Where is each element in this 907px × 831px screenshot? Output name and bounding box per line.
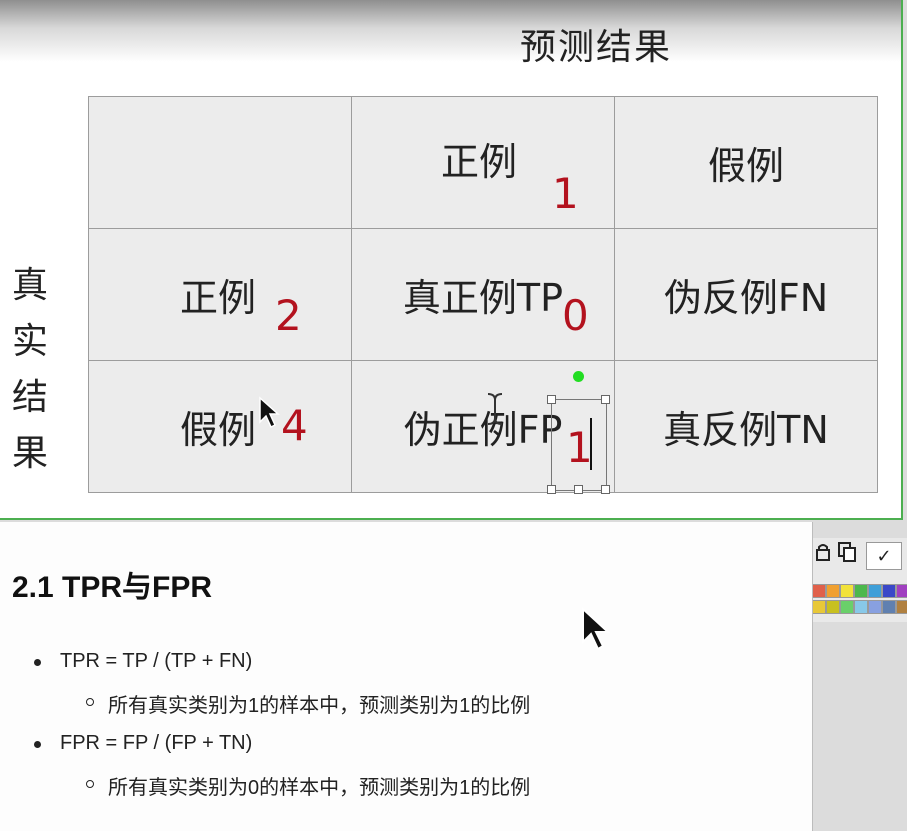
sub-bullet-dot <box>86 698 94 706</box>
row-header-char: 果 <box>11 433 48 474</box>
window-top-shading <box>0 0 901 62</box>
list-item-fpr: FPR = FP / (FP + TN) <box>60 732 253 754</box>
col-label-positive: 正例 <box>440 140 517 184</box>
color-swatch[interactable] <box>896 600 907 614</box>
annotation-number: 1 <box>566 423 593 472</box>
row-header-char: 真 <box>11 265 48 306</box>
ibeam-cursor-icon <box>487 393 503 425</box>
bullet-dot <box>34 741 41 748</box>
row-header-char: 结 <box>11 377 48 418</box>
slide-canvas: 预测结果 真 实 结 果 正例 1 假例 正例 2 真正例TP 0 <box>0 0 903 520</box>
color-swatch[interactable] <box>882 600 896 614</box>
resize-handle[interactable] <box>547 395 556 404</box>
cell-fn-label: 伪反例FN <box>663 276 829 320</box>
section-heading: 2.1 TPR与FPR <box>12 571 213 604</box>
cell-false-negative[interactable]: 伪反例FN <box>614 228 878 361</box>
matrix-corner-cell <box>88 96 352 229</box>
color-swatch[interactable] <box>868 584 882 598</box>
text-caret <box>590 418 592 470</box>
row-header-actual: 真 实 结 果 <box>8 258 52 482</box>
cell-tn-label: 真反例TN <box>663 408 829 452</box>
color-swatch[interactable] <box>826 584 840 598</box>
color-swatch[interactable] <box>896 584 907 598</box>
color-swatch[interactable] <box>882 584 896 598</box>
cell-true-negative[interactable]: 真反例TN <box>614 360 878 493</box>
matrix-col-header-negative[interactable]: 假例 <box>614 96 878 229</box>
arrow-cursor-icon <box>259 396 280 429</box>
color-swatch[interactable] <box>840 600 854 614</box>
row-header-char: 实 <box>11 321 48 362</box>
annotation-number: 0 <box>562 291 589 340</box>
lock-icon[interactable] <box>810 542 836 570</box>
cell-fp-label: 伪正例FP <box>403 408 563 452</box>
resize-handle[interactable] <box>601 485 610 494</box>
annotation-number: 4 <box>281 401 308 450</box>
resize-handle[interactable] <box>547 485 556 494</box>
matrix-col-header-positive[interactable]: 正例 1 <box>351 96 615 229</box>
annotation-number: 1 <box>552 169 579 218</box>
color-swatch[interactable] <box>812 584 826 598</box>
cell-tp-label: 真正例TP <box>402 276 564 320</box>
matrix-row-header-positive[interactable]: 正例 2 <box>88 228 352 361</box>
list-subitem-tpr: 所有真实类别为1的样本中，预测类别为1的比例 <box>108 695 531 717</box>
list-subitem-fpr: 所有真实类别为0的样本中，预测类别为1的比例 <box>108 777 531 799</box>
resize-handle[interactable] <box>574 485 583 494</box>
matrix-row-header-negative[interactable]: 假例 4 <box>88 360 352 493</box>
color-swatch[interactable] <box>868 600 882 614</box>
column-header-predicted: 预测结果 <box>520 27 673 68</box>
list-item-tpr: TPR = TP / (TP + FN) <box>60 650 253 672</box>
copy-icon[interactable] <box>834 542 860 570</box>
color-swatch[interactable] <box>854 600 868 614</box>
row-label-negative: 假例 <box>179 408 256 452</box>
annotation-number: 2 <box>275 291 302 340</box>
color-swatch[interactable] <box>812 600 826 614</box>
cell-false-positive[interactable]: 伪正例FP 1 <box>351 360 615 493</box>
check-icon[interactable]: ✓ <box>866 542 902 570</box>
bullet-dot <box>34 659 41 666</box>
color-swatch[interactable] <box>840 584 854 598</box>
resize-handle[interactable] <box>601 395 610 404</box>
confusion-matrix-table: 正例 1 假例 正例 2 真正例TP 0 伪反例FN 假例 4 <box>88 96 878 493</box>
rotate-handle[interactable] <box>573 371 584 382</box>
color-swatch[interactable] <box>854 584 868 598</box>
row-label-positive: 正例 <box>179 276 256 320</box>
color-swatch[interactable] <box>826 600 840 614</box>
cell-true-positive[interactable]: 真正例TP 0 <box>351 228 615 361</box>
notes-document: 2.1 TPR与FPR TPR = TP / (TP + FN) 所有真实类别为… <box>0 522 813 831</box>
text-selection-box[interactable] <box>551 399 607 491</box>
sub-bullet-dot <box>86 780 94 788</box>
col-label-negative: 假例 <box>707 144 784 188</box>
arrow-cursor-icon <box>582 606 611 651</box>
